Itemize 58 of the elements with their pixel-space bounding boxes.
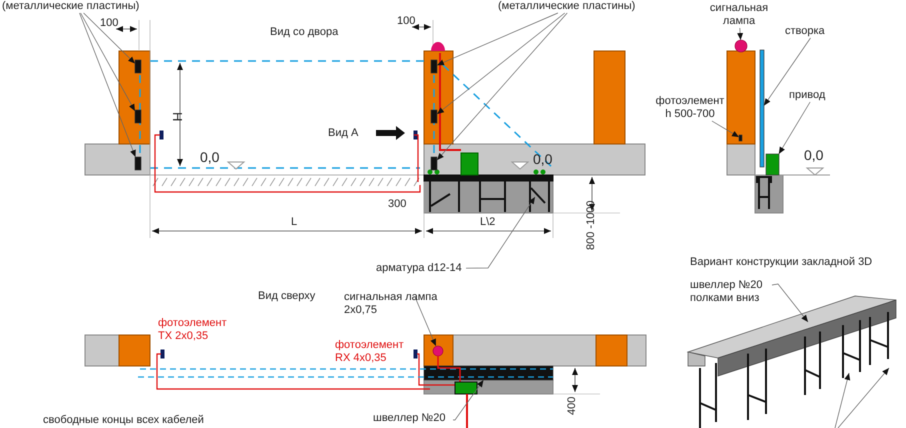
rebar-drawing [429, 181, 550, 212]
dimension-value: L\2 [480, 216, 496, 229]
dimension-value: 100 [100, 17, 118, 30]
metal-plate [430, 156, 438, 170]
callout-text: (металлические пластины) [498, 0, 648, 13]
leader-line [436, 12, 558, 66]
gate-leaf [760, 50, 764, 168]
note-text: свободные концы всех кабелей [43, 414, 204, 427]
level-value: 0,0 [804, 147, 824, 163]
leader-line [436, 12, 568, 160]
leader-line [414, 296, 436, 346]
leader-line [83, 12, 136, 64]
callout-text: створка [785, 25, 845, 38]
view-title: Вид со двора [270, 26, 338, 39]
leader-line [834, 372, 850, 428]
leader-line [712, 120, 740, 138]
metal-plate [430, 60, 438, 74]
photocell [738, 134, 742, 142]
leader-line [80, 12, 136, 112]
leader-line [737, 28, 744, 40]
leader-line [436, 12, 566, 114]
signal-lamp [432, 346, 444, 356]
steel-channel-drawing [686, 296, 896, 428]
view-label: Вид А [328, 127, 358, 140]
leader-line [466, 196, 536, 269]
metal-plate [134, 60, 142, 74]
dimension-value: 300 [388, 198, 406, 211]
metal-plate [134, 156, 142, 170]
dimension-value: 400 [566, 396, 579, 415]
leader-line [452, 380, 484, 420]
dimension-value: 100 [397, 15, 416, 28]
steel-channel [424, 366, 554, 380]
leader-line [79, 12, 136, 158]
gate-drive [766, 154, 780, 176]
metal-plate [430, 110, 438, 124]
callout-text: арматура d12-14 [376, 262, 466, 275]
callout-text: сигнальная лампа 2x0,75 [344, 291, 469, 317]
callout-text: швеллер №20 полками вниз [690, 279, 772, 305]
metal-plate [134, 110, 142, 124]
cable-note: фотоэлемент TX 2x0,35 [158, 317, 228, 343]
callout-text: швеллер №20 [373, 412, 453, 425]
level-value: 0,0 [533, 151, 552, 167]
cable-note: фотоэлемент RX 4x0,35 [335, 339, 405, 365]
leader-line [778, 102, 810, 154]
level-value: 0,0 [200, 149, 220, 165]
signal-lamp [734, 40, 748, 52]
leader-line [838, 368, 890, 428]
dimension-value: L [291, 216, 298, 229]
callout-text: сигнальная лампа [700, 2, 778, 28]
dimension-value: H [170, 112, 185, 122]
callout-text: (металлические пластины) [2, 0, 152, 13]
callout-text: фотоэлемент h 500-700 [652, 95, 728, 121]
section-title: Вариант конструкции закладной 3D [690, 256, 872, 269]
dimension-value: 800 -1000 [585, 200, 598, 250]
view-title: Вид сверху [258, 290, 316, 303]
leader-line [772, 284, 808, 322]
leader-line [764, 38, 811, 106]
callout-text: привод [789, 89, 839, 102]
